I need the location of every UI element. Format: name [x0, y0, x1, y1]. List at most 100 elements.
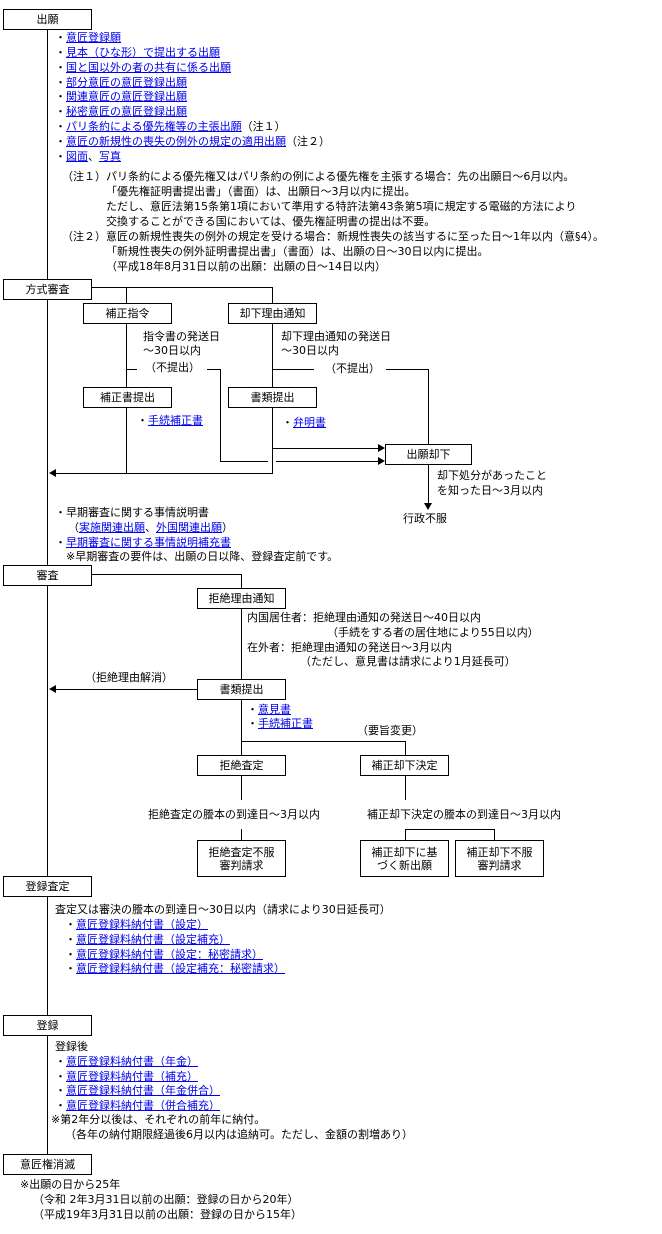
gist-change-label: （要旨変更） — [357, 724, 423, 738]
link-fee-annual-combined[interactable]: 意匠登録料納付書（年金併合） — [66, 1084, 220, 1097]
deadline-overseas-ext: （ただし、意見書は請求により1月延長可） — [300, 655, 516, 669]
term-note: （令和 2年3月31日以前の出願：登録の日から20年） — [33, 1193, 299, 1207]
link-related-design[interactable]: 関連意匠の意匠登録出願 — [66, 90, 187, 103]
connector — [428, 464, 429, 504]
label: 補正却下不服 — [467, 846, 533, 859]
link-photo[interactable]: 写真 — [99, 150, 121, 163]
connector — [405, 829, 495, 830]
box-dismissal-appeal: 補正却下不服審判請求 — [455, 840, 544, 877]
label: 審判請求 — [220, 859, 264, 872]
bullet: ・ — [55, 120, 66, 133]
bullet: ・ — [55, 31, 66, 44]
note-2-line: （平成18年8月31日以前の出願：出願の日～14日以内） — [106, 260, 386, 274]
note-ref-2: （注２） — [286, 135, 330, 148]
bullet: ・ — [55, 61, 66, 74]
link-fee-setting[interactable]: 意匠登録料納付書（設定） — [76, 918, 208, 931]
bullet: ・ — [55, 1070, 66, 1083]
connector — [272, 369, 314, 370]
link-procedural-amendment[interactable]: 手続補正書 — [258, 717, 313, 730]
box-amendment-submission: 補正書提出 — [83, 387, 172, 408]
bullet: ・ — [55, 1084, 66, 1097]
note-1-line: 交換することができる国においては、優先権証明書の提出は不要。 — [106, 215, 435, 229]
link-sample-application[interactable]: 見本（ひな形）で提出する出願 — [66, 46, 220, 59]
main-flow-line — [47, 29, 48, 1155]
box-refusal-notice: 拒絶理由通知 — [197, 588, 286, 609]
connector — [405, 741, 406, 756]
note-1-line: ただし、意匠法第15条第1項において準用する特許法第43条第5項に規定する電磁的… — [106, 200, 576, 214]
deadline-overseas: 在外者：拒絶理由通知の発送日～3月以内 — [247, 641, 452, 655]
link-opinion[interactable]: 意見書 — [258, 703, 291, 716]
section-formal-exam: 方式審査 — [3, 279, 92, 300]
section-registration-decision: 登録査定 — [3, 876, 92, 897]
link-fee-supplement[interactable]: 意匠登録料納付書（補充） — [66, 1070, 198, 1083]
box-dismissal: 出願却下 — [385, 444, 472, 465]
amend-deadline: 指令書の発送日 — [143, 330, 220, 344]
bullet: ・ — [55, 1099, 66, 1112]
link-partial-design[interactable]: 部分意匠の意匠登録出願 — [66, 76, 187, 89]
label: 拒絶査定不服 — [209, 846, 275, 859]
link-foreign-related[interactable]: 外国関連出願 — [156, 521, 222, 534]
link-joint-state-application[interactable]: 国と国以外の者の共有に係る出願 — [66, 61, 231, 74]
connector — [386, 369, 429, 370]
bullet: ・ — [137, 414, 148, 427]
bullet: ・ — [65, 962, 76, 975]
bullet: ・ — [55, 150, 66, 163]
annual-fee-note: ※第2年分以後は、それぞれの前年に納付。 — [51, 1113, 265, 1127]
separator: 、 — [145, 521, 156, 534]
arrow-right-icon — [378, 457, 385, 465]
note-ref-1: （注１） — [242, 120, 286, 133]
link-fee-setting-supplement[interactable]: 意匠登録料納付書（設定補充） — [76, 933, 230, 946]
link-secret-design[interactable]: 秘密意匠の意匠登録出願 — [66, 105, 187, 118]
link-early-exam-supplement[interactable]: 早期審査に関する事情説明補充書 — [66, 536, 231, 549]
box-amendment-dismissal: 補正却下決定 — [360, 755, 449, 776]
box-refusal-decision: 拒絶査定 — [197, 755, 286, 776]
bullet: ・ — [55, 536, 66, 549]
section-examination: 審査 — [3, 565, 92, 586]
bullet: ・ — [55, 506, 66, 519]
payment-deadline: 査定又は審決の謄本の到達日～30日以内（請求により30日延長可） — [55, 903, 391, 917]
link-design-application[interactable]: 意匠登録願 — [66, 31, 121, 44]
section-filing: 出願 — [3, 9, 92, 30]
appeal-deadline: を知った日～3月以内 — [437, 484, 543, 498]
link-paris-priority[interactable]: パリ条約による優先権等の主張出願 — [66, 120, 242, 133]
link-fee-setting-supplement-secret[interactable]: 意匠登録料納付書（設定補充：秘密請求） — [76, 962, 285, 975]
connector — [91, 287, 273, 288]
bullet: ・ — [55, 90, 66, 103]
dismiss-deadline: ～30日以内 — [281, 344, 339, 358]
bullet: ・ — [55, 46, 66, 59]
connector — [428, 369, 429, 445]
connector — [207, 369, 221, 370]
box-refusal-appeal: 拒絶査定不服審判請求 — [197, 840, 286, 877]
link-novelty-exception[interactable]: 意匠の新規性の喪失の例外の規定の適用出願 — [66, 135, 286, 148]
label: づく新出願 — [377, 859, 432, 872]
deadline-domestic-ext: （手続をする者の居住地により55日以内） — [327, 626, 539, 640]
late-payment-note: （各年の納付期限経過後6月以内は追納可。ただし、金額の割増あり） — [65, 1128, 413, 1142]
link-practice-related[interactable]: 実施関連出願 — [79, 521, 145, 534]
appeal-deadline: 却下処分があったこと — [437, 469, 547, 483]
link-fee-combined-supplement[interactable]: 意匠登録料納付書（併合補充） — [66, 1099, 220, 1112]
connector — [91, 574, 242, 575]
box-new-application: 補正却下に基づく新出願 — [360, 840, 449, 877]
early-exam-statement: 早期審査に関する事情説明書 — [66, 506, 209, 519]
note-1: （注１）パリ条約による優先権又はパリ条約の例による優先権を主張する場合：先の出願… — [62, 170, 574, 184]
bullet: ・ — [65, 948, 76, 961]
bullet: ・ — [55, 135, 66, 148]
term-note: ※出願の日から25年 — [20, 1178, 120, 1192]
link-fee-setting-secret[interactable]: 意匠登録料納付書（設定：秘密請求） — [76, 948, 263, 961]
link-drawing[interactable]: 図面 — [66, 150, 88, 163]
link-procedural-amendment[interactable]: 手続補正書 — [148, 414, 203, 427]
connector — [241, 741, 406, 742]
link-fee-annual[interactable]: 意匠登録料納付書（年金） — [66, 1055, 198, 1068]
note-2: （注２）意匠の新規性喪失の例外の規定を受ける場合：新規性喪失の該当するに至った日… — [62, 230, 604, 244]
dismiss-appeal-deadline: 補正却下決定の謄本の到達日～3月以内 — [367, 808, 561, 822]
refusal-resolved-label: （拒絶理由解消） — [85, 671, 173, 685]
refusal-appeal-deadline: 拒絶査定の謄本の到達日～3月以内 — [148, 808, 320, 822]
dismiss-deadline: 却下理由通知の発送日 — [281, 330, 391, 344]
administrative-appeal: 行政不服 — [403, 512, 447, 526]
link-explanation[interactable]: 弁明書 — [293, 416, 326, 429]
connector — [126, 369, 137, 370]
early-exam-note: ※早期審査の要件は、出願の日以降、登録査定前です。 — [66, 550, 338, 564]
connector — [272, 448, 379, 449]
bullet: ・ — [55, 76, 66, 89]
